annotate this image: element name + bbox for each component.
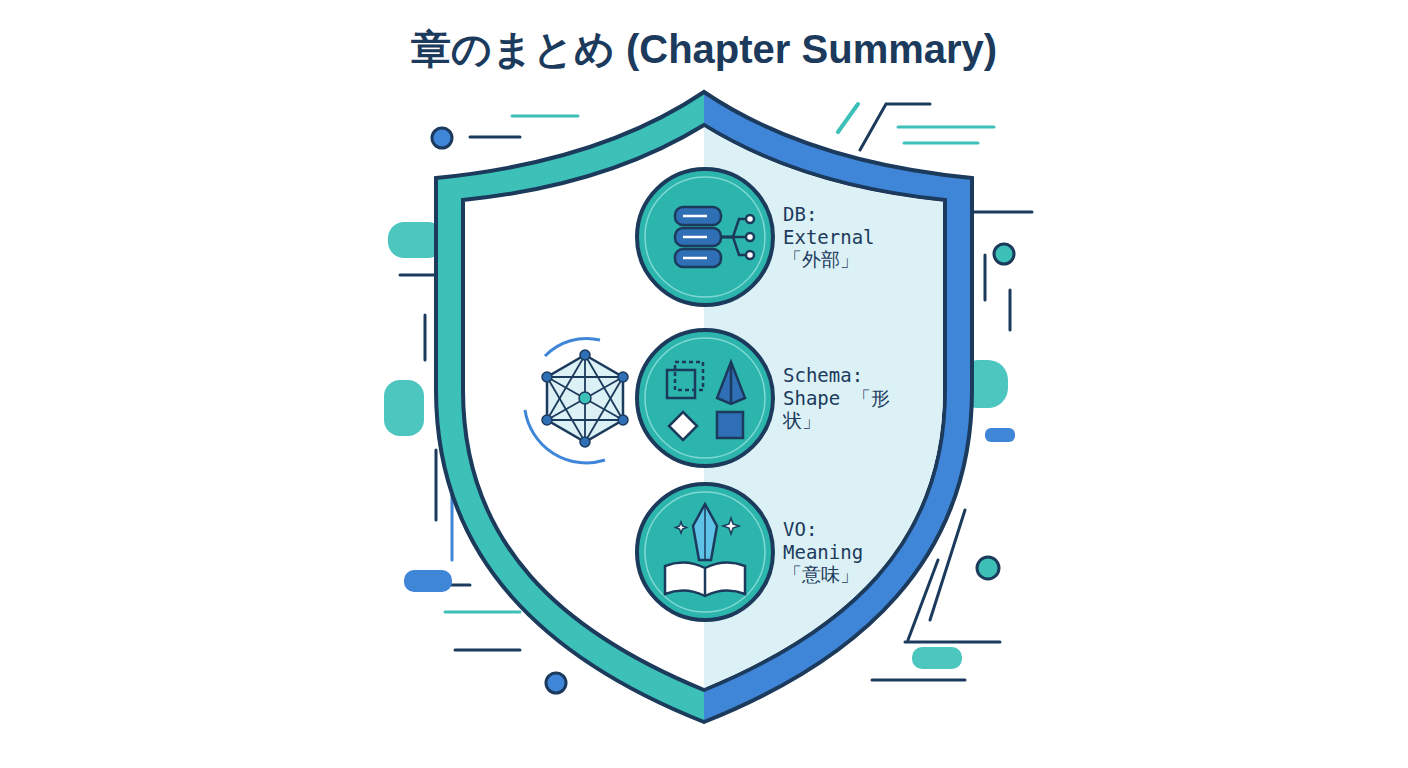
concept-label: VO: Meaning 「意味」 bbox=[783, 518, 908, 586]
concept-icon bbox=[667, 362, 745, 440]
concept-icon bbox=[675, 207, 754, 267]
chapter-title: 章のまとめ (Chapter Summary) bbox=[0, 22, 1408, 77]
network-icon bbox=[525, 338, 628, 462]
concept-label: Schema: Shape 「形状」 bbox=[783, 364, 908, 432]
concept-circle: DB: External 「外部」 bbox=[633, 165, 912, 309]
shield bbox=[436, 92, 972, 722]
circle-outline bbox=[633, 326, 777, 470]
concept-circle: Schema: Shape 「形状」 bbox=[633, 326, 912, 470]
concept-circle: VO: Meaning 「意味」 bbox=[633, 480, 912, 624]
concept-icon bbox=[665, 504, 745, 596]
concept-label: DB: External 「外部」 bbox=[783, 203, 908, 271]
circle-outline bbox=[633, 480, 777, 624]
circle-outline bbox=[633, 165, 777, 309]
